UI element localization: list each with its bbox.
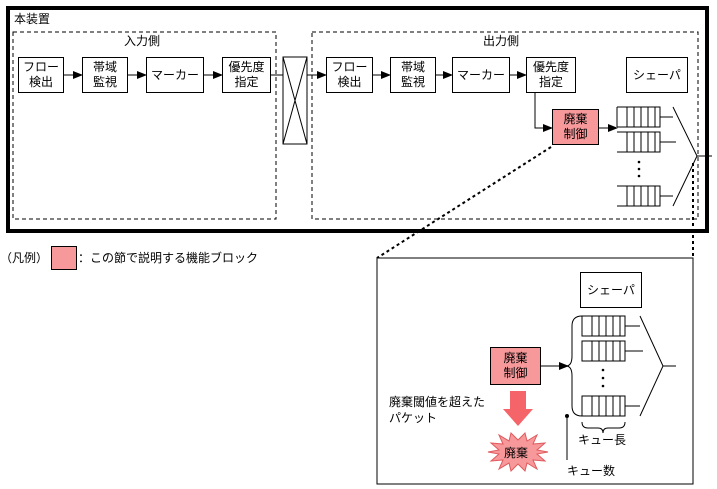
output-bandwidth-monitor-block: 帯域 監視 <box>390 57 436 93</box>
output-priority-block: 優先度 指定 <box>526 57 576 93</box>
queue-count-dot <box>565 414 569 418</box>
zoom-line-left <box>376 146 552 259</box>
discard-label: 廃棄 <box>504 446 529 460</box>
switch-cross-2 <box>282 56 308 145</box>
legend-swatch <box>51 246 77 270</box>
output-side-area <box>311 31 699 220</box>
output-queues <box>616 106 712 207</box>
priority-to-discard-arrow <box>534 93 553 132</box>
input-priority-block: 優先度 指定 <box>222 57 271 93</box>
input-marker-block: マーカー <box>146 57 204 93</box>
exceed-threshold-label: 廃棄閾値を超えた パケット <box>389 395 486 425</box>
output-queue-dots <box>637 160 641 178</box>
queue-brace <box>565 315 583 417</box>
input-side-area <box>12 31 277 220</box>
output-flow-detect-block: フロー 検出 <box>326 57 373 93</box>
output-shaper-block: シェーパ <box>626 57 688 93</box>
legend-text: ：この節で説明する機能ブロック <box>78 251 259 265</box>
device-frame <box>6 6 709 233</box>
output-side-label: 出力側 <box>483 34 520 48</box>
device-title: 本装置 <box>14 12 51 26</box>
output-marker-block: マーカー <box>452 57 510 93</box>
input-bandwidth-monitor-block: 帯域 監視 <box>82 57 128 93</box>
queue-count-label: キュー数 <box>567 464 616 478</box>
legend-prefix: （凡例） <box>0 251 49 265</box>
output-discard-control-block: 廃棄 制御 <box>552 109 599 145</box>
queue-length-label: キュー長 <box>578 433 627 447</box>
detail-shaper-block: シェーパ <box>580 272 642 308</box>
input-side-label: 入力側 <box>124 34 161 48</box>
discard-arrow-icon <box>503 391 533 426</box>
detail-discard-control-block: 廃棄 制御 <box>490 347 541 385</box>
input-flow-detect-block: フロー 検出 <box>18 57 64 93</box>
queue-length-brace <box>581 421 626 434</box>
detail-queues <box>581 315 676 417</box>
discard-burst-icon <box>487 432 549 472</box>
detail-queue-dots <box>601 368 605 388</box>
